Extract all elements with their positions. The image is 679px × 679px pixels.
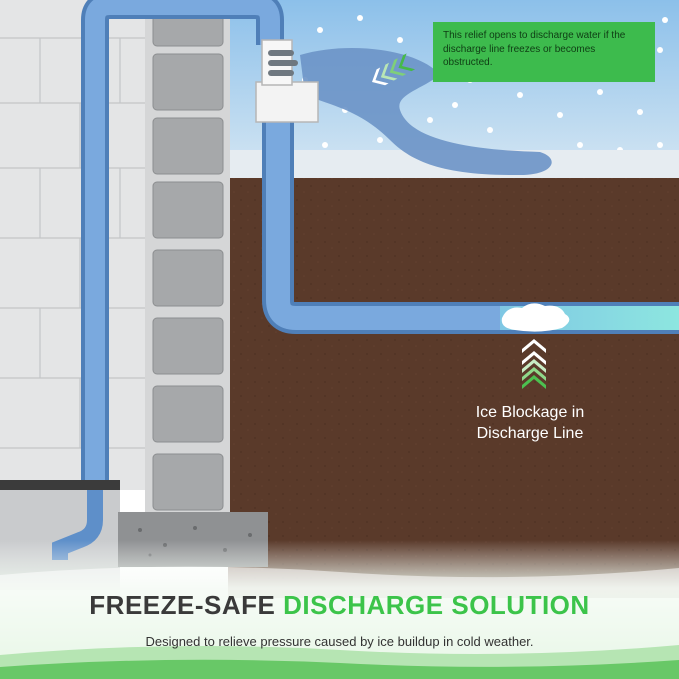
headline-part1: FREEZE-SAFE — [89, 590, 276, 620]
house-wall — [0, 0, 150, 490]
headline-part2: DISCHARGE SOLUTION — [283, 590, 590, 620]
ice-blockage-label: Ice Blockage in Discharge Line — [430, 402, 630, 444]
chevron-arrow-left-icon — [372, 53, 416, 86]
ice-label-line1: Ice Blockage in — [475, 404, 585, 421]
chevron-arrow-up-icon — [522, 339, 546, 389]
ice-blockage — [501, 303, 570, 332]
subheadline: Designed to relieve pressure caused by i… — [145, 634, 534, 649]
relief-callout: This relief opens to discharge water if … — [433, 22, 655, 82]
wall-brick-lines — [0, 37, 150, 449]
relief-fitting — [255, 39, 319, 123]
snowflakes — [302, 15, 668, 153]
headline: FREEZE-SAFE DISCHARGE SOLUTION — [0, 590, 679, 621]
discharge-water-plume — [300, 47, 552, 176]
ice-label-line2: Discharge Line — [476, 425, 584, 442]
cinder-blocks — [152, 0, 224, 511]
floor-slab — [0, 480, 120, 490]
